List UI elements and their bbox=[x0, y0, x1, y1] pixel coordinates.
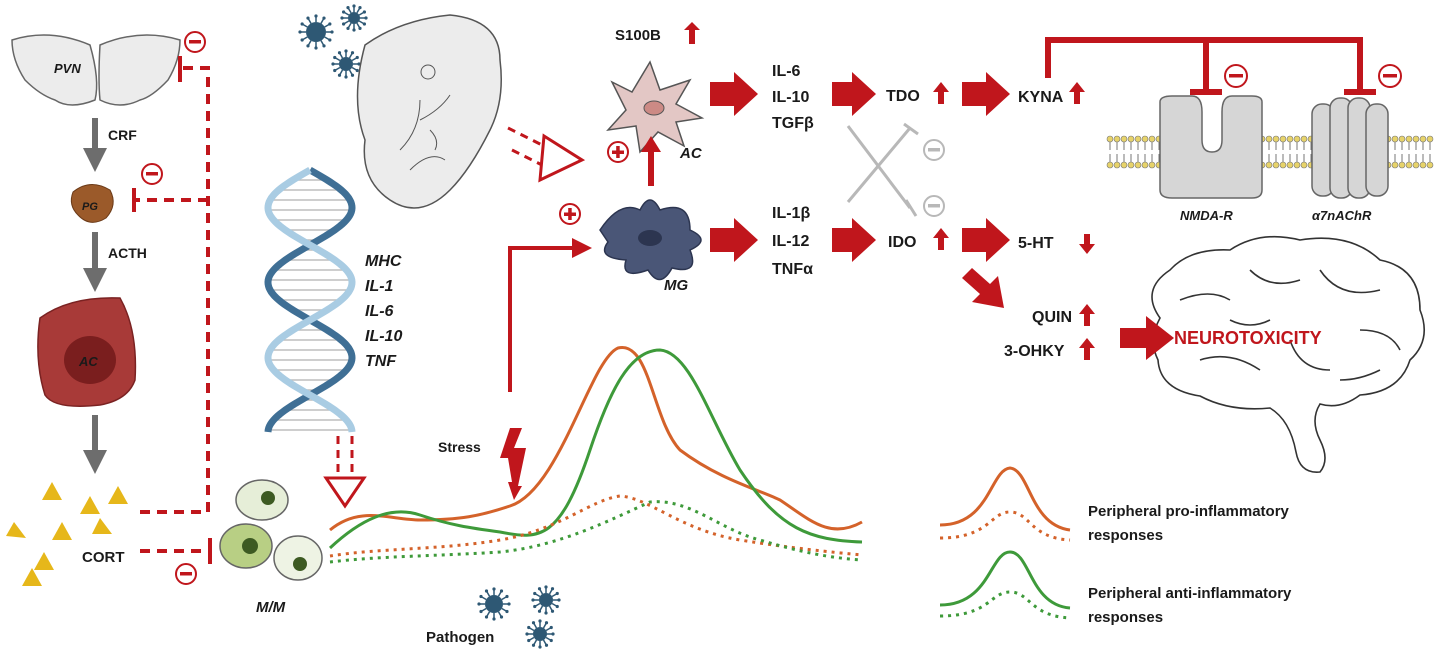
mm-label: M/M bbox=[256, 599, 286, 616]
cytokines-to-ido-arrow bbox=[832, 218, 876, 262]
astro-cytokine-label: TGFβ bbox=[772, 115, 814, 132]
crf-label: CRF bbox=[108, 127, 137, 143]
gene-label: IL-1 bbox=[365, 278, 394, 295]
ido-to-quin-arrow bbox=[962, 268, 1004, 308]
gene-label: IL-6 bbox=[365, 303, 394, 320]
astro-cytokine-label: IL-10 bbox=[772, 89, 809, 106]
legend-pro-text: Peripheral pro-inflammatory bbox=[1088, 503, 1290, 520]
legend-pro-text: responses bbox=[1088, 527, 1163, 544]
minus-icon bbox=[923, 195, 945, 217]
legend-anti-text: Peripheral anti-inflammatory bbox=[1088, 585, 1292, 602]
microglia-cell bbox=[599, 199, 702, 281]
minus-icon bbox=[1224, 64, 1248, 88]
dna-strand-dark bbox=[264, 166, 356, 433]
up-arrow-icon bbox=[1069, 82, 1085, 104]
pro-inflammatory-curve-dotted bbox=[329, 494, 863, 558]
up-arrow-icon bbox=[1079, 304, 1095, 326]
up-arrow-icon bbox=[684, 22, 700, 44]
brain-sketch-icon bbox=[356, 14, 502, 209]
pituitary-gland-shape bbox=[70, 184, 114, 223]
pvn-label: PVN bbox=[54, 61, 81, 76]
plus-icon bbox=[559, 203, 581, 225]
minus-icon bbox=[141, 163, 163, 185]
cross-inhibition bbox=[846, 122, 919, 217]
virus-icon bbox=[298, 4, 368, 79]
stress-to-mg-arrow bbox=[508, 246, 578, 392]
lightning-icon bbox=[500, 428, 526, 500]
minus-icon bbox=[184, 31, 206, 53]
monocyte-macrophage-cells bbox=[219, 479, 323, 581]
nmda-receptor-icon bbox=[1159, 95, 1263, 199]
arrowhead-icon bbox=[572, 238, 592, 258]
adrenal-cortex-shape bbox=[37, 297, 137, 407]
mg-cell-label: MG bbox=[664, 277, 688, 294]
ido-to-5ht-arrow bbox=[962, 218, 1010, 262]
hpa-negative-feedback bbox=[132, 56, 212, 564]
neurotoxicity-label: NEUROTOXICITY bbox=[1174, 328, 1322, 348]
3ohky-label: 3-OHKY bbox=[1004, 343, 1065, 360]
pathogen-label: Pathogen bbox=[426, 629, 494, 646]
anti-inflammatory-curve bbox=[328, 348, 863, 550]
anti-inflammatory-curve-dotted bbox=[329, 500, 863, 564]
5ht-label: 5-HT bbox=[1018, 235, 1054, 252]
quin-label: QUIN bbox=[1032, 309, 1072, 326]
minus-icon bbox=[175, 563, 197, 585]
organ-to-ac-arrow bbox=[507, 126, 586, 183]
a7-label: α7nAChR bbox=[1312, 208, 1372, 223]
ac-cell-label: AC bbox=[679, 145, 703, 162]
pro-inflammatory-curve bbox=[329, 346, 863, 532]
gene-list: MHC IL-1 IL-6 IL-10 TNF bbox=[365, 253, 402, 370]
down-arrow-icon bbox=[1079, 234, 1095, 254]
acth-label: ACTH bbox=[108, 245, 147, 261]
up-arrow-icon bbox=[933, 228, 949, 250]
kyna-label: KYNA bbox=[1018, 89, 1064, 106]
gene-label: IL-10 bbox=[365, 328, 402, 345]
up-arrow-icon bbox=[1079, 338, 1095, 360]
stress-label: Stress bbox=[438, 439, 481, 455]
legend-anti-line bbox=[939, 550, 1071, 610]
brain-icon bbox=[1151, 235, 1426, 473]
up-arrow-icon bbox=[933, 82, 949, 104]
ac-label: AC bbox=[78, 354, 98, 369]
pg-label: PG bbox=[82, 201, 98, 213]
ac-to-cytokines-arrow bbox=[710, 72, 758, 116]
cytokines-to-tdo-arrow bbox=[832, 72, 876, 116]
gene-label: TNF bbox=[365, 353, 397, 370]
neurotoxicity-arrow bbox=[1120, 316, 1174, 360]
minus-icon bbox=[1378, 64, 1402, 88]
nmda-label: NMDA-R bbox=[1180, 208, 1233, 223]
tdo-to-kyna-arrow bbox=[962, 72, 1010, 116]
virus-icon bbox=[477, 585, 561, 649]
astrocyte-cell bbox=[606, 60, 705, 154]
dna-to-mm-arrow bbox=[323, 436, 367, 509]
legend-pro-dotted bbox=[939, 510, 1071, 542]
gene-label: MHC bbox=[365, 253, 402, 270]
kyna-receptor-inhibition bbox=[1045, 37, 1376, 95]
a7nachr-receptor-icon bbox=[1311, 97, 1389, 199]
arrowhead-icon bbox=[641, 136, 661, 152]
plus-icon bbox=[607, 141, 629, 163]
ido-label: IDO bbox=[888, 234, 916, 251]
mg-cytokine-label: IL-1β bbox=[772, 205, 810, 222]
mg-cytokine-label: IL-12 bbox=[772, 233, 809, 250]
legend-anti-dotted bbox=[939, 590, 1071, 620]
minus-icon bbox=[923, 139, 945, 161]
astro-cytokine-label: IL-6 bbox=[772, 63, 801, 80]
dna-helix bbox=[268, 179, 352, 431]
legend-pro-line bbox=[939, 466, 1071, 532]
dna-strand-light bbox=[264, 166, 356, 433]
pvn-shape bbox=[11, 34, 181, 106]
mg-cytokine-label: TNFα bbox=[772, 261, 813, 278]
s100b-label: S100B bbox=[615, 27, 661, 44]
tdo-label: TDO bbox=[886, 88, 920, 105]
cort-label: CORT bbox=[82, 549, 125, 566]
legend: Peripheral pro-inflammatory responses Pe… bbox=[939, 466, 1292, 626]
legend-anti-text: responses bbox=[1088, 609, 1163, 626]
cort-triangles bbox=[6, 482, 128, 586]
mg-to-cytokines-arrow bbox=[710, 218, 758, 262]
